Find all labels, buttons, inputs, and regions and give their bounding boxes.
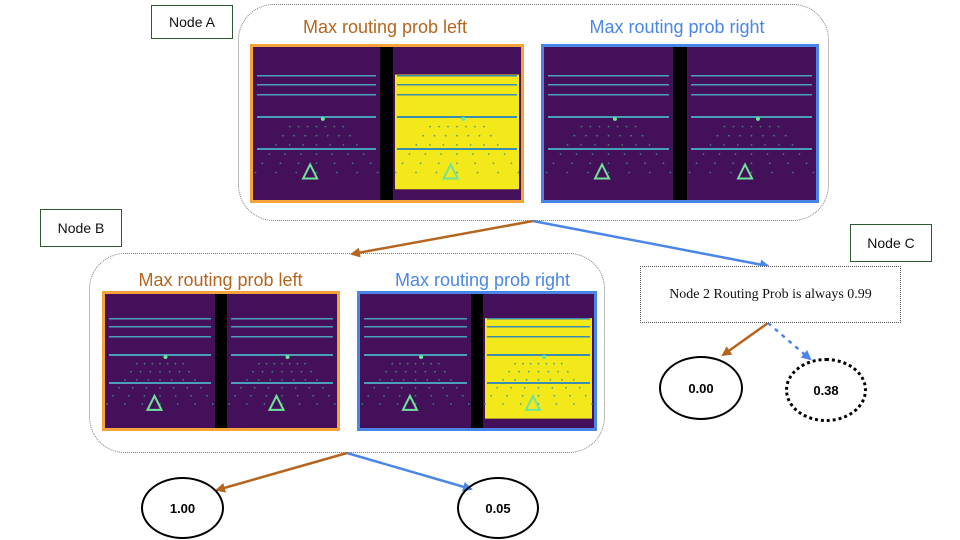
game-screenshot-pair	[253, 47, 521, 200]
edge-b-to-left-leaf	[215, 451, 348, 493]
edge-b-to-right-leaf	[346, 451, 473, 492]
game-screenshot-pair	[544, 47, 816, 200]
leaf-node-c-left: 0.00	[659, 356, 743, 420]
node-a-right-frame	[541, 44, 819, 203]
game-screenshot-pair	[360, 294, 594, 428]
node-b-label: Node B	[40, 209, 122, 247]
node-c-label: Node C	[850, 224, 932, 262]
leaf-node-c-right: 0.38	[785, 358, 867, 422]
node-b-group	[89, 253, 605, 453]
edge-c-to-right-leaf	[767, 322, 812, 361]
node-c-note: Node 2 Routing Prob is always 0.99	[640, 266, 901, 323]
edge-a-to-c	[532, 219, 770, 270]
edge-a-to-b	[350, 219, 534, 258]
node-b-right-title: Max routing prob right	[394, 270, 571, 290]
node-b-right-frame	[357, 291, 597, 431]
leaf-node-b-right: 0.05	[457, 477, 539, 539]
leaf-node-b-left: 1.00	[141, 477, 224, 539]
node-a-label: Node A	[151, 5, 233, 39]
node-a-left-title: Max routing prob left	[302, 17, 468, 37]
edge-c-to-left-leaf	[721, 321, 769, 357]
node-b-left-frame	[102, 291, 340, 431]
node-a-left-frame	[250, 44, 524, 203]
game-screenshot-pair	[105, 294, 337, 428]
node-a-group	[238, 4, 829, 221]
node-a-right-title: Max routing prob right	[589, 17, 765, 37]
node-b-left-title: Max routing prob left	[138, 270, 303, 290]
